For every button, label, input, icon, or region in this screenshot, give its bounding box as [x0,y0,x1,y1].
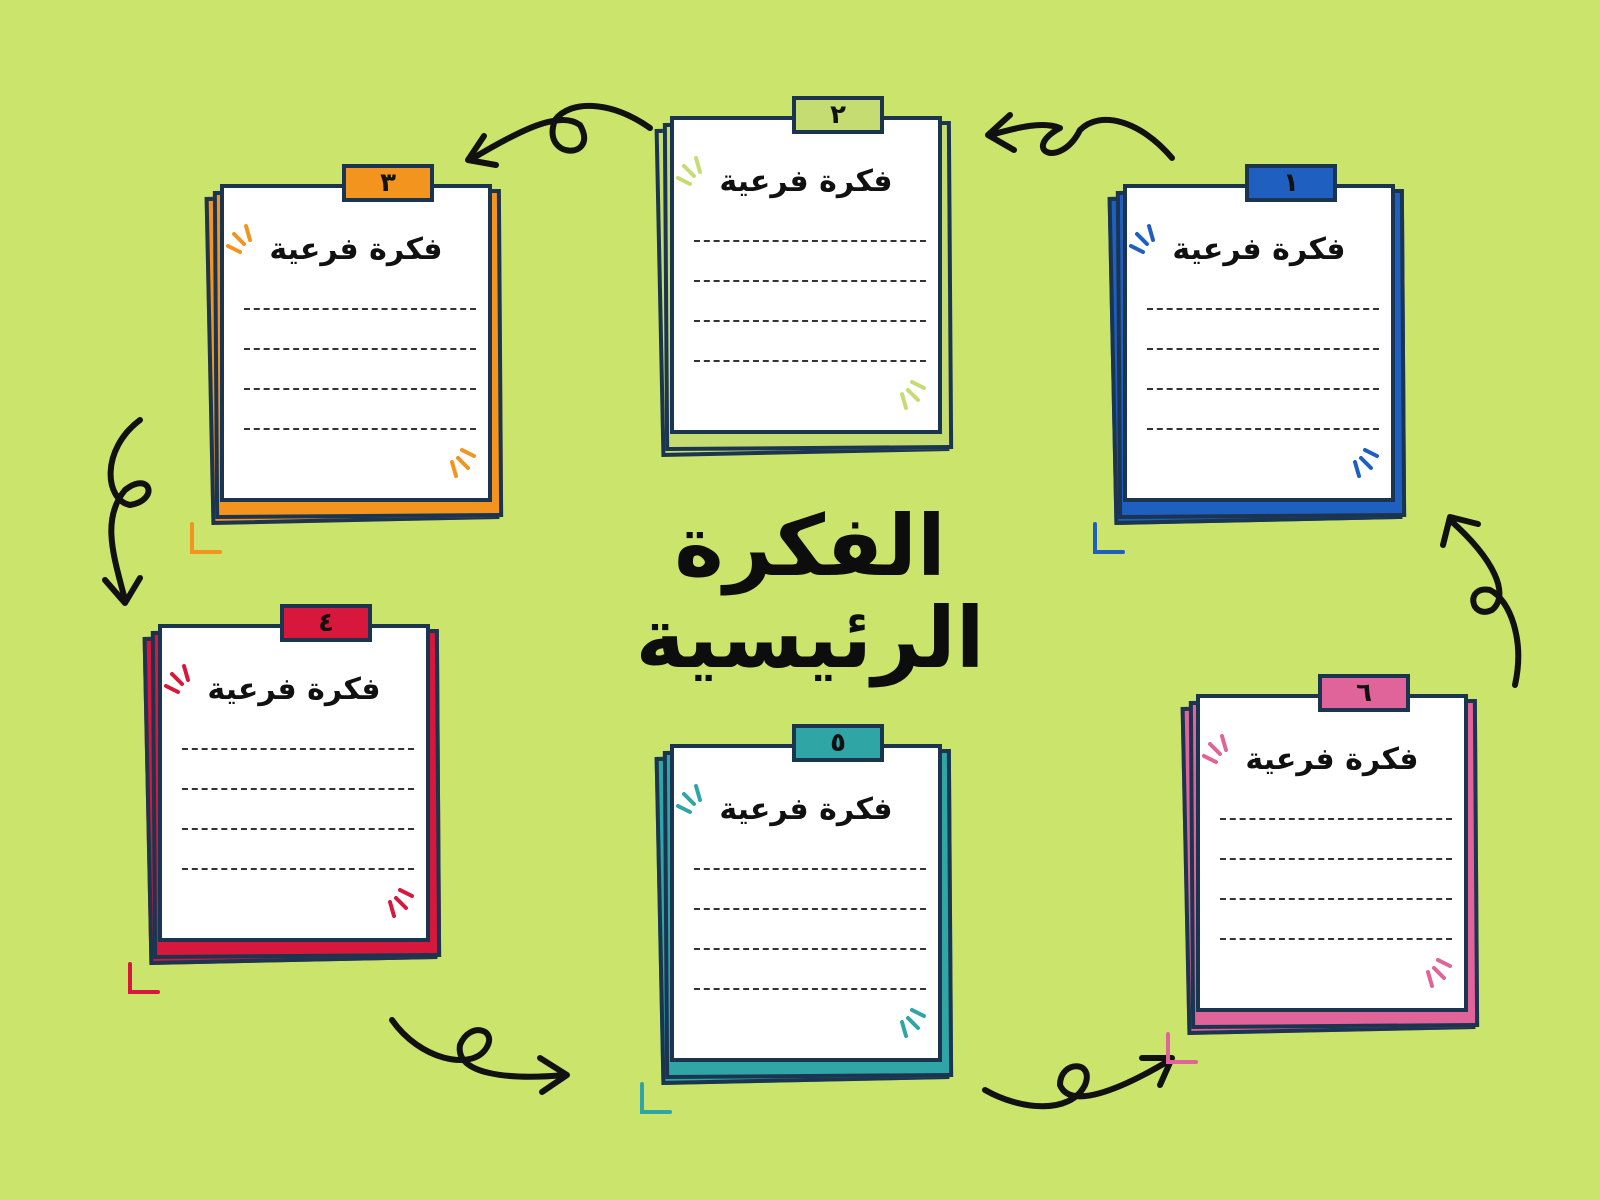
sparkle-icon [388,888,414,918]
note-number-tab: ٥ [792,724,884,762]
note-line [1147,388,1379,390]
note-sheet: ١ فكرة فرعية [1123,164,1395,502]
note-line [1220,858,1452,860]
note-sheet: ٥ فكرة فرعية [670,724,942,1062]
note-line [1147,428,1379,430]
note-card-6: ٦ فكرة فرعية [1166,674,1480,1064]
sparkle-icon [676,156,702,186]
note-line [182,828,414,830]
main-idea-line-1: الفكرة [674,497,946,595]
note-line [182,788,414,790]
note-line [1147,348,1379,350]
corner-mark-icon [1093,522,1125,554]
note-title: فكرة فرعية [207,672,381,707]
arrow-6-to-1 [1440,514,1522,688]
note-number-tab: ٦ [1318,674,1410,712]
sparkle-icon [1202,734,1228,764]
note-number-tab: ٣ [342,164,434,202]
sparkle-icon [226,224,252,254]
note-number-tab: ٤ [280,604,372,642]
note-title: فكرة فرعية [1172,232,1346,267]
note-line [694,360,926,362]
note-line [182,868,414,870]
arrow-1-to-2 [985,112,1175,161]
note-line [694,988,926,990]
note-line [694,948,926,950]
note-line [694,240,926,242]
sparkle-icon [1353,448,1379,478]
sparkle-icon [1426,958,1452,988]
note-number-tab: ١ [1245,164,1337,202]
note-card-2: ٢ فكرة فرعية [652,96,954,462]
note-line [1147,308,1379,310]
corner-mark-icon [640,1082,672,1114]
note-line [244,308,476,310]
sparkle-icon [900,1008,926,1038]
note-sheet: ٤ فكرة فرعية [158,604,430,942]
note-line [244,388,476,390]
main-idea-title: الفكرة الرئيسية [600,500,1020,684]
note-sheet: ٣ فكرة فرعية [220,164,492,502]
arrow-3-to-4 [102,417,152,606]
note-line [694,908,926,910]
note-sheet: ٦ فكرة فرعية [1196,674,1468,1012]
note-line [1220,818,1452,820]
note-card-4: ٤ فكرة فرعية [128,604,442,994]
sparkle-icon [676,784,702,814]
sparkle-icon [1129,224,1155,254]
note-title: فكرة فرعية [269,232,443,267]
corner-mark-icon [190,522,222,554]
sparkle-icon [164,664,190,694]
note-line [694,320,926,322]
note-title: فكرة فرعية [1245,742,1419,777]
main-idea-line-2: الرئيسية [635,589,985,687]
note-line [244,348,476,350]
note-line [694,280,926,282]
arrow-4-to-5 [389,1017,570,1095]
sparkle-icon [450,448,476,478]
note-title: فكرة فرعية [719,792,893,827]
note-line [1220,938,1452,940]
note-card-5: ٥ فكرة فرعية [640,724,954,1114]
note-line [694,868,926,870]
arrow-5-to-6 [982,1055,1175,1110]
sparkle-icon [900,380,926,410]
corner-mark-icon [128,962,160,994]
note-number-tab: ٢ [792,96,884,134]
note-card-1: ١ فكرة فرعية [1093,164,1407,554]
note-line [182,748,414,750]
note-card-3: ٣ فكرة فرعية [190,164,504,554]
note-title: فكرة فرعية [719,164,893,199]
arrow-2-to-3 [465,102,653,168]
note-line [244,428,476,430]
corner-mark-icon [1166,1032,1198,1064]
note-sheet: ٢ فكرة فرعية [670,96,942,434]
note-line [1220,898,1452,900]
